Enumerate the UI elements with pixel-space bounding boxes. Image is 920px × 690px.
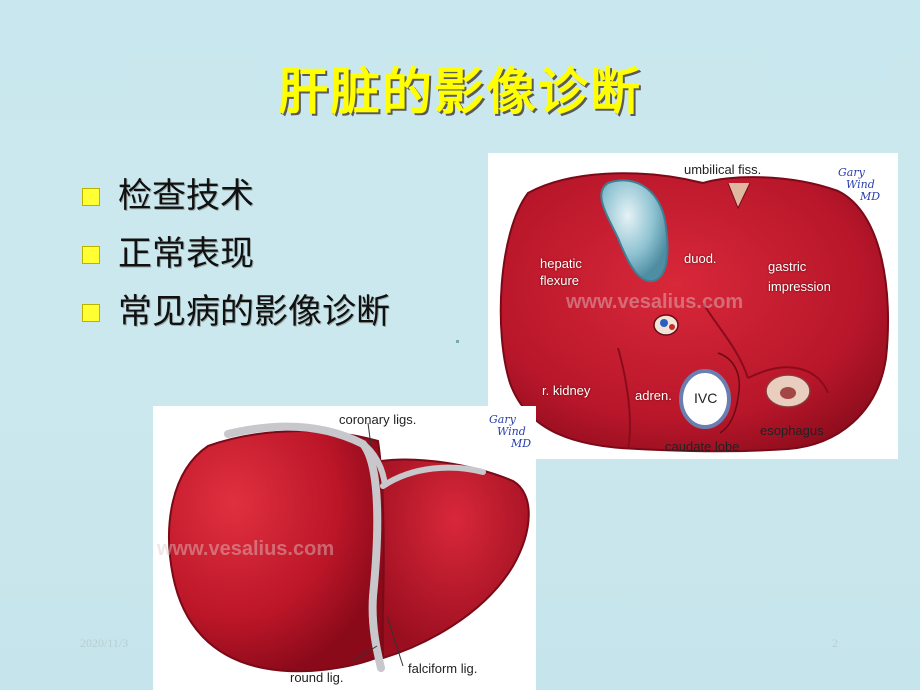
label-gastric: gastric — [768, 259, 807, 274]
bullet-text: 常见病的影像诊断 — [118, 292, 390, 332]
bullet-item: 正常表现 — [82, 232, 390, 282]
label-hepatic: hepatic — [540, 256, 582, 271]
artist-signature: Gary Wind MD — [489, 413, 532, 450]
bullet-list: 检查技术 正常表现 常见病的影像诊断 — [82, 174, 390, 348]
label-round-ligament: round lig. — [290, 670, 344, 685]
watermark-text: www.vesalius.com — [157, 538, 335, 560]
slide-title: 肝脏的影像诊断 — [278, 63, 642, 121]
artist-signature: Gary Wind MD — [838, 166, 881, 203]
label-caudate-lobe: caudate lobe — [665, 439, 740, 454]
stray-dot — [456, 340, 459, 343]
liver-inferior-illustration — [499, 172, 890, 453]
bullet-text: 检查技术 — [118, 176, 254, 216]
bullet-text: 正常表现 — [118, 234, 254, 274]
label-coronary-ligaments: coronary ligs. — [339, 412, 417, 427]
liver-anterior-illustration — [168, 422, 530, 673]
label-ivc: IVC — [694, 390, 718, 406]
liver-anterior-view-figure: www.vesalius.com coronary ligs. round li… — [153, 406, 536, 690]
watermark-text: www.vesalius.com — [566, 291, 744, 313]
label-falciform-ligament: falciform lig. — [408, 661, 478, 676]
page-number: 2 — [832, 636, 838, 650]
label-impression: impression — [768, 279, 831, 294]
bullet-item: 检查技术 — [82, 174, 390, 224]
bullet-item: 常见病的影像诊断 — [82, 290, 390, 340]
square-bullet-icon — [82, 304, 100, 322]
label-right-kidney: r. kidney — [542, 383, 591, 398]
label-duodenum: duod. — [684, 251, 717, 266]
label-adrenal: adren. — [635, 388, 672, 403]
label-flexure: flexure — [540, 273, 580, 288]
square-bullet-icon — [82, 188, 100, 206]
square-bullet-icon — [82, 246, 100, 264]
label-umbilical-fissure: umbilical fiss. — [684, 162, 762, 177]
liver-inferior-view-figure: www.vesalius.com umbilical fiss. hepatic… — [488, 153, 898, 459]
label-esophagus: esophagus — [760, 423, 824, 438]
footer-date: 2020/11/3 — [80, 636, 129, 650]
